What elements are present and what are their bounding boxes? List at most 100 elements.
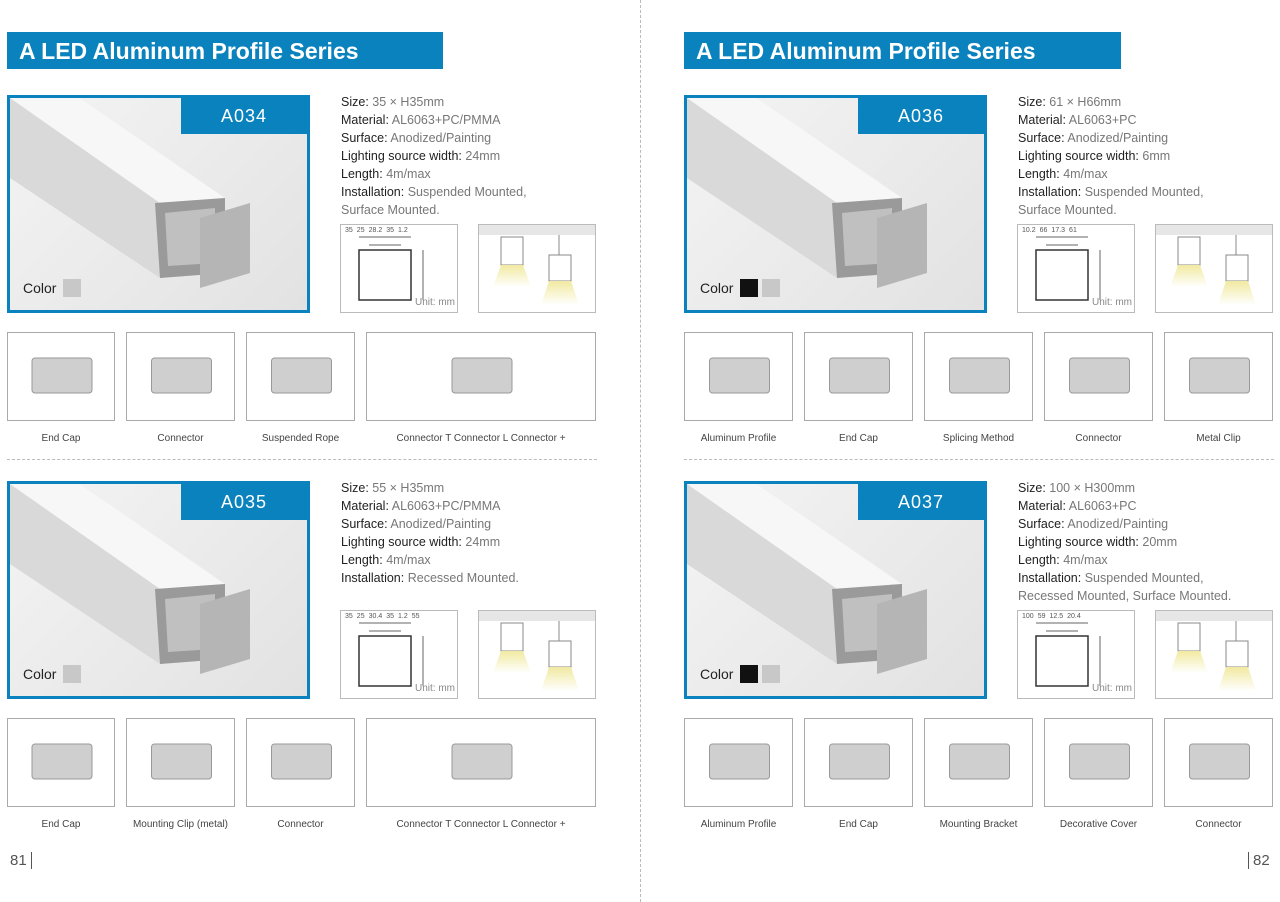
accessory-label: Mounting Bracket xyxy=(939,819,1018,830)
spec-value: Anodized/Painting xyxy=(390,517,492,531)
spec-value: Suspended Mounted, xyxy=(407,185,527,199)
spec-line: Surface Mounted. xyxy=(341,201,527,219)
accessory-label: Mounting Clip (metal) xyxy=(132,819,229,830)
spec-key: Lighting source width: xyxy=(1018,535,1139,549)
accessory-image[interactable] xyxy=(924,718,1033,807)
page-header-right: A LED Aluminum Profile Series xyxy=(684,32,1121,69)
color-swatch[interactable] xyxy=(762,279,780,297)
accessory-image[interactable] xyxy=(246,718,355,807)
color-swatch[interactable] xyxy=(740,665,758,683)
color-swatch[interactable] xyxy=(740,279,758,297)
accessory-illustration xyxy=(151,357,212,394)
unit-label: Unit: mm xyxy=(415,297,455,308)
section-divider-right xyxy=(684,459,1274,460)
accessory-image[interactable] xyxy=(1164,718,1273,807)
accessory-image[interactable] xyxy=(684,718,793,807)
accessory-label: End Cap xyxy=(839,433,878,444)
spec-value: 4m/max xyxy=(386,553,431,567)
spec-value: Anodized/Painting xyxy=(1067,517,1169,531)
spec-key: Lighting source width: xyxy=(341,149,462,163)
accessory-image[interactable] xyxy=(804,332,913,421)
dimension-value: 1.2 xyxy=(398,613,408,620)
spec-value: 4m/max xyxy=(1063,553,1108,567)
cross-section-drawing xyxy=(358,622,424,687)
spec-value: 35 × H35mm xyxy=(372,95,445,109)
color-label: Color xyxy=(23,666,57,682)
accessory-illustration xyxy=(31,357,93,394)
profile-illustration xyxy=(687,98,927,288)
accessory-image[interactable] xyxy=(1044,718,1153,807)
accessory-image[interactable] xyxy=(366,718,596,807)
spec-value: Anodized/Painting xyxy=(1067,131,1169,145)
accessory-image[interactable] xyxy=(804,718,913,807)
product-code: A037 xyxy=(858,484,984,520)
accessory-image[interactable] xyxy=(126,332,235,421)
accessory-image[interactable] xyxy=(1044,332,1153,421)
accessory-illustration xyxy=(271,743,332,780)
installation-diagram xyxy=(1155,610,1273,699)
spec-key: Length: xyxy=(1018,553,1060,567)
color-swatch[interactable] xyxy=(762,665,780,683)
spec-value: 24mm xyxy=(465,149,501,163)
product-code: A036 xyxy=(858,98,984,134)
color-swatch[interactable] xyxy=(63,279,81,297)
accessory-illustration xyxy=(949,357,1010,394)
accessory-label: End Cap xyxy=(41,819,81,830)
spec-line: Material: AL6063+PC xyxy=(1018,111,1204,129)
accessory-label: Connector T Connector L Connector + xyxy=(396,819,566,830)
accessory-label: Connector xyxy=(277,819,324,830)
spec-key: Surface: xyxy=(1018,517,1065,531)
spec-line: Length: 4m/max xyxy=(341,165,527,183)
spec-line: Size: 35 × H35mm xyxy=(341,93,527,111)
accessory-image[interactable] xyxy=(684,332,793,421)
spec-line: Size: 100 × H300mm xyxy=(1018,479,1231,497)
accessory-image[interactable] xyxy=(246,332,355,421)
spec-key: Surface: xyxy=(1018,131,1065,145)
product-code: A034 xyxy=(181,98,307,134)
accessory-illustration xyxy=(31,743,93,780)
spec-key: Installation: xyxy=(341,185,405,199)
spec-key: Size: xyxy=(341,95,369,109)
spec-value: Recessed Mounted. xyxy=(407,571,519,585)
accessory-label: Connector T Connector L Connector + xyxy=(396,433,566,444)
spec-key: Installation: xyxy=(1018,571,1082,585)
page-number-right: 82 xyxy=(1248,852,1270,869)
dimension-value: 17.3 xyxy=(1051,227,1066,234)
cross-section-drawing xyxy=(1035,236,1101,301)
page-header-left: A LED Aluminum Profile Series xyxy=(7,32,443,69)
product-code: A035 xyxy=(181,484,307,520)
spec-line: Surface: Anodized/Painting xyxy=(1018,129,1204,147)
dimension-value: 66 xyxy=(1039,227,1048,234)
dimension-value: 100 xyxy=(1022,613,1034,620)
accessory-label: Metal Clip xyxy=(1196,433,1241,444)
spec-line: Length: 4m/max xyxy=(341,551,519,569)
accessory-label: Aluminum Profile xyxy=(700,819,777,830)
dimension-value: 25 xyxy=(356,227,365,234)
spec-line: Surface: Anodized/Painting xyxy=(341,515,519,533)
accessory-image[interactable] xyxy=(7,332,115,421)
accessory-illustration xyxy=(271,357,332,394)
accessory-image[interactable] xyxy=(126,718,235,807)
spec-value: Surface Mounted. xyxy=(1018,203,1117,217)
spec-line: Material: AL6063+PC/PMMA xyxy=(341,497,519,515)
accessory-image[interactable] xyxy=(1164,332,1273,421)
color-swatch[interactable] xyxy=(63,665,81,683)
dimension-value: 30.4 xyxy=(368,613,383,620)
accessory-label: Decorative Cover xyxy=(1059,819,1138,830)
accessory-image[interactable] xyxy=(366,332,596,421)
installation-drawing xyxy=(1156,225,1272,305)
spec-line: Surface: Anodized/Painting xyxy=(1018,515,1231,533)
accessory-image[interactable] xyxy=(924,332,1033,421)
accessory-illustration xyxy=(949,743,1010,780)
accessory-image[interactable] xyxy=(7,718,115,807)
